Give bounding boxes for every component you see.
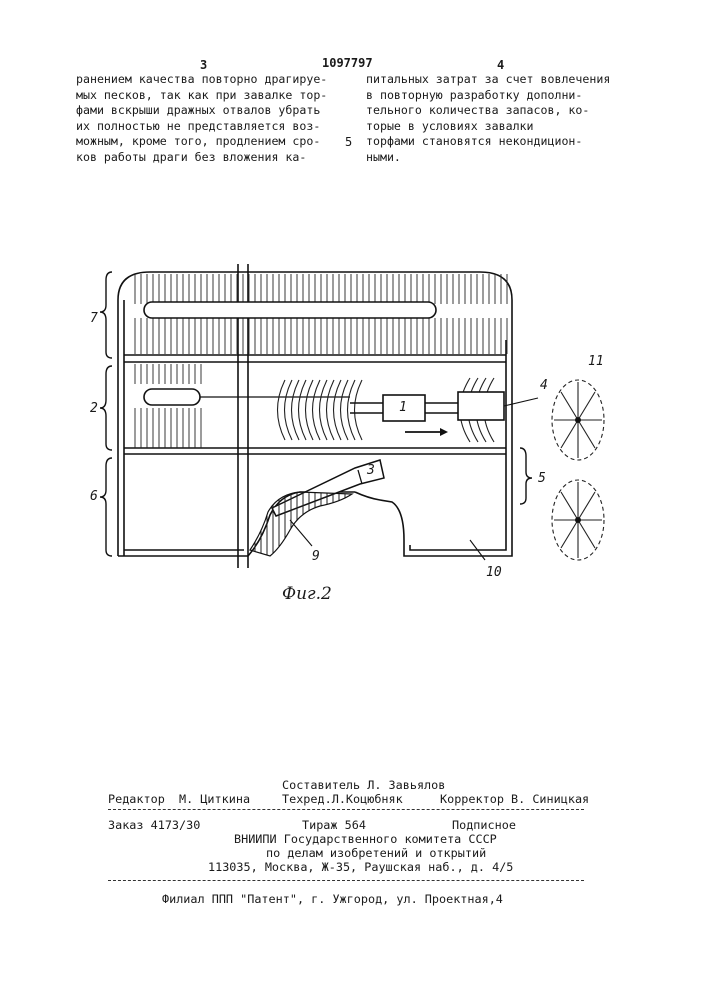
stacker-4 [458, 392, 504, 420]
basin-bottom-pocket [355, 492, 512, 556]
compiler: Составитель Л. Завьялов [282, 778, 445, 792]
address: 113035, Москва, Ж-35, Раушская наб., д. … [208, 860, 513, 874]
branch: Филиал ППП "Патент", г. Ужгород, ул. Про… [162, 892, 503, 906]
circulation: Тираж 564 [302, 818, 366, 832]
techred: Техред.Л.Коцюбняк [282, 792, 403, 806]
brace-7 [100, 272, 112, 358]
label-1: 1 [399, 401, 407, 415]
label-9: 9 [312, 550, 320, 564]
brace-5 [520, 448, 532, 504]
corrector: Корректор В. Синицкая [440, 792, 589, 806]
figure-caption: Фиг.2 [282, 584, 332, 604]
brace-2 [100, 366, 112, 450]
editor: Редактор М. Циткина [108, 792, 250, 806]
order-number: Заказ 4173/30 [108, 818, 200, 832]
separator-1 [108, 809, 584, 810]
label-2: 2 [90, 402, 98, 416]
organization-1: ВНИИПИ Государственного комитета СССР [234, 832, 497, 846]
label-7: 7 [90, 312, 98, 326]
subscription: Подписное [452, 818, 516, 832]
label-10: 10 [486, 566, 502, 580]
lane-7-cut [144, 302, 436, 318]
label-4: 4 [540, 379, 548, 393]
lane-2-cut [144, 389, 200, 405]
label-5: 5 [538, 472, 546, 486]
dump-9 [250, 492, 352, 556]
organization-2: по делам изобретений и открытий [266, 846, 486, 860]
separator-2 [108, 880, 584, 881]
label-3: 3 [367, 464, 375, 478]
label-6: 6 [90, 490, 98, 504]
brace-6 [100, 458, 112, 556]
label-11: 11 [588, 355, 604, 369]
